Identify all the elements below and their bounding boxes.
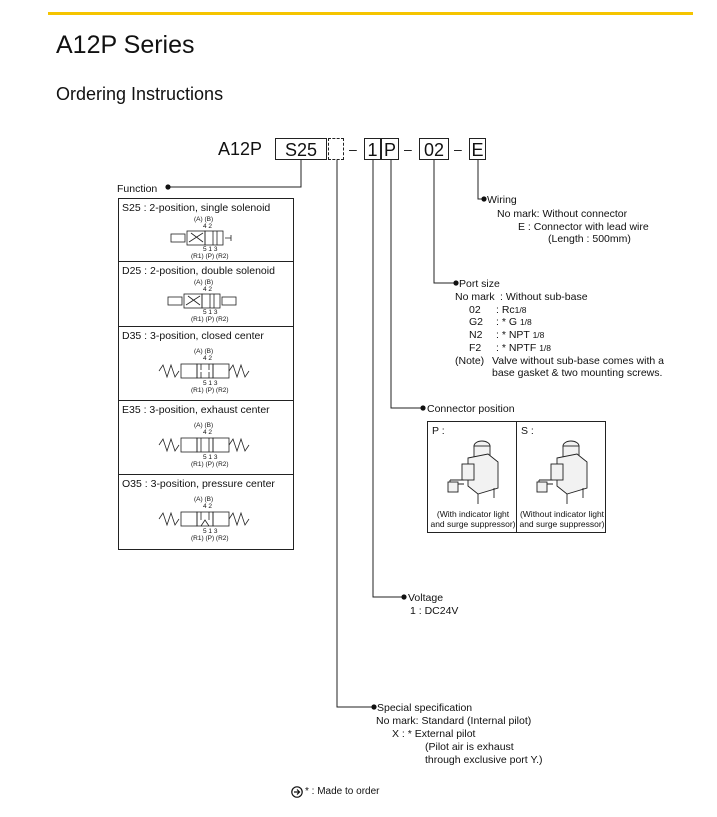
header-accent-bar xyxy=(48,12,693,15)
code-separator: – xyxy=(454,141,462,157)
arrow-circle-icon xyxy=(291,786,303,798)
port-label-bottom: (R1) (P) (R2) xyxy=(191,461,229,468)
function-options-table: S25 : 2-position, single solenoid (A) (B… xyxy=(118,198,294,550)
footnote-text: * : Made to order xyxy=(305,786,380,797)
port-label-top: (A) (B) xyxy=(194,496,214,503)
code-box-wiring: E xyxy=(469,138,486,160)
function-label: Function xyxy=(117,183,158,195)
section-subtitle: Ordering Instructions xyxy=(56,84,224,104)
port-label-bottom: (R1) (P) (R2) xyxy=(191,316,229,323)
port-number-top: 4 2 xyxy=(203,286,213,293)
function-option-label: O35 : 3-position, pressure center xyxy=(122,478,275,490)
wiring-line: (Length : 500mm) xyxy=(548,233,631,245)
model-prefix: A12P xyxy=(218,139,263,159)
connector-position-label: Connector position xyxy=(427,403,515,415)
function-option-s25: S25 : 2-position, single solenoid (A) (B… xyxy=(119,199,293,262)
port-size-note: Valve without sub-base comes with a xyxy=(492,355,664,367)
port-number-top: 4 2 xyxy=(203,223,213,230)
special-spec-line: X : * External pilot xyxy=(392,728,476,740)
valve-symbol-d25 xyxy=(167,293,237,309)
port-size-key: No mark xyxy=(455,291,495,303)
port-label-top: (A) (B) xyxy=(194,279,214,286)
function-option-d25: D25 : 2-position, double solenoid (A) (B… xyxy=(119,262,293,327)
port-label-top: (A) (B) xyxy=(194,216,214,223)
solenoid-valve-s-icon xyxy=(536,440,588,504)
code-box-voltage: 1 xyxy=(364,138,381,160)
port-number-top: 4 2 xyxy=(203,503,213,510)
function-option-label: S25 : 2-position, single solenoid xyxy=(122,202,271,214)
page-title: A12P Series xyxy=(56,31,195,59)
port-number-bottom: 5 1 3 xyxy=(203,246,218,253)
code-box-connector: P xyxy=(381,138,399,160)
port-number-bottom: 5 1 3 xyxy=(203,454,218,461)
port-label-bottom: (R1) (P) (R2) xyxy=(191,253,229,260)
port-number-top: 4 2 xyxy=(203,355,213,362)
code-box-port: 02 xyxy=(419,138,449,160)
port-size-note: base gasket & two mounting screws. xyxy=(492,367,663,379)
port-number-bottom: 5 1 3 xyxy=(203,380,218,387)
valve-symbol-o35 xyxy=(158,511,250,527)
code-separator: – xyxy=(404,141,412,157)
special-spec-line: through exclusive port Y.) xyxy=(425,754,543,766)
code-box-special xyxy=(328,138,344,160)
connector-option-key: S : xyxy=(521,425,534,437)
valve-symbol-d35 xyxy=(158,363,250,379)
port-number-top: 4 2 xyxy=(203,429,213,436)
port-size-value: : * NPTF 1/8 xyxy=(496,342,552,354)
function-option-d35: D35 : 3-position, closed center (A) (B) … xyxy=(119,327,293,401)
function-option-label: D25 : 2-position, double solenoid xyxy=(122,265,275,277)
special-spec-label: Special specification xyxy=(377,702,473,714)
port-label-bottom: (R1) (P) (R2) xyxy=(191,535,229,542)
wiring-line: E : Connector with lead wire xyxy=(518,221,649,233)
valve-symbol-s25 xyxy=(170,230,232,246)
special-spec-line: No mark: Standard (Internal pilot) xyxy=(376,715,532,727)
port-size-value: : Rc1/8 xyxy=(496,304,527,316)
special-spec-line: (Pilot air is exhaust xyxy=(425,741,514,753)
code-separator: – xyxy=(349,141,357,157)
port-size-note-key: (Note) xyxy=(455,355,485,367)
port-size-value: : * NPT 1/8 xyxy=(496,329,545,341)
port-label-bottom: (R1) (P) (R2) xyxy=(191,387,229,394)
function-option-label: E35 : 3-position, exhaust center xyxy=(122,404,270,416)
function-option-o35: O35 : 3-position, pressure center (A) (B… xyxy=(119,475,293,549)
port-number-bottom: 5 1 3 xyxy=(203,309,218,316)
function-option-e35: E35 : 3-position, exhaust center (A) (B)… xyxy=(119,401,293,475)
solenoid-valve-p-icon xyxy=(447,440,499,504)
voltage-line: 1 : DC24V xyxy=(410,605,459,617)
port-number-bottom: 5 1 3 xyxy=(203,528,218,535)
wiring-label: Wiring xyxy=(487,194,517,206)
port-label-top: (A) (B) xyxy=(194,348,214,355)
connector-option-key: P : xyxy=(432,425,445,437)
port-size-key: 02 xyxy=(469,304,481,316)
port-size-key: N2 xyxy=(469,329,483,341)
port-label-top: (A) (B) xyxy=(194,422,214,429)
voltage-label: Voltage xyxy=(408,592,444,604)
valve-symbol-e35 xyxy=(158,437,250,453)
port-size-key: F2 xyxy=(469,342,482,354)
port-size-key: G2 xyxy=(469,316,484,328)
function-option-label: D35 : 3-position, closed center xyxy=(122,330,264,342)
wiring-line: No mark: Without connector xyxy=(497,208,628,220)
port-size-label: Port size xyxy=(459,278,500,290)
port-size-value: : * G 1/8 xyxy=(496,316,532,328)
port-size-value: : Without sub-base xyxy=(500,291,588,303)
code-box-function: S25 xyxy=(275,138,327,160)
